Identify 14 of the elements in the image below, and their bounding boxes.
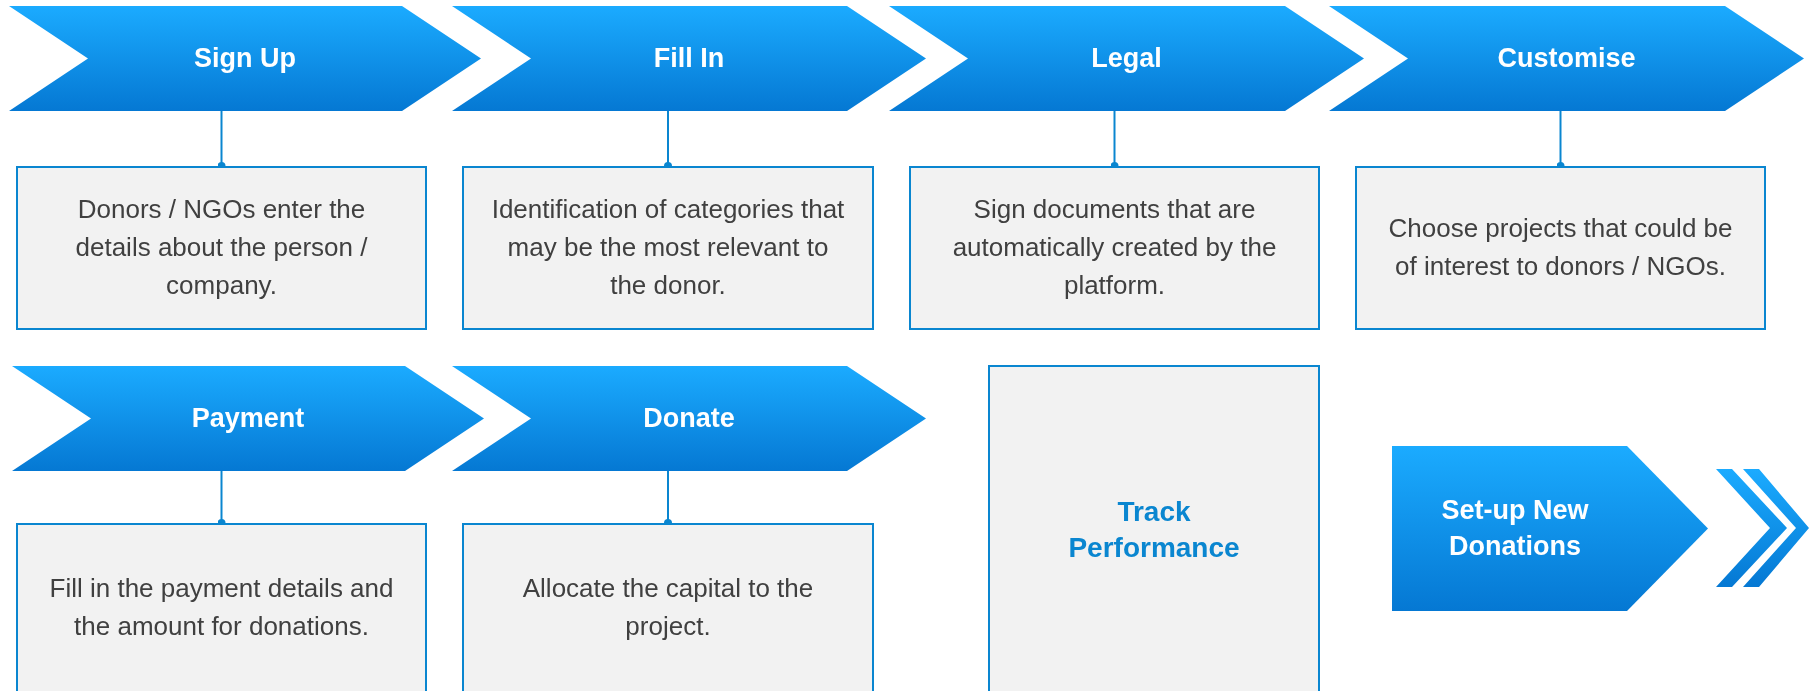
description-box: Allocate the capital to the project. (462, 523, 874, 691)
step-title: Set-up New Donations (1440, 494, 1590, 563)
description-box: Donors / NGOs enter the details about the person / company. (16, 166, 427, 330)
step-title: Donate (643, 401, 735, 435)
description-box: Choose projects that could be of interest to donors / NGOs. (1355, 166, 1766, 330)
description-box: Fill in the payment details and the amount for donations. (16, 523, 427, 691)
step-title: Payment (191, 401, 305, 435)
description-box: Identification of categories that may be the most relevant to the donor. (462, 166, 874, 330)
step-title: Sign Up (194, 41, 296, 75)
step-title: Customise (1497, 41, 1636, 75)
description-box: Sign documents that are automatically created by the platform. (909, 166, 1320, 330)
step-title: Fill In (653, 41, 725, 75)
step-box: Track Performance (988, 365, 1320, 691)
step-title: Legal (1091, 41, 1162, 75)
